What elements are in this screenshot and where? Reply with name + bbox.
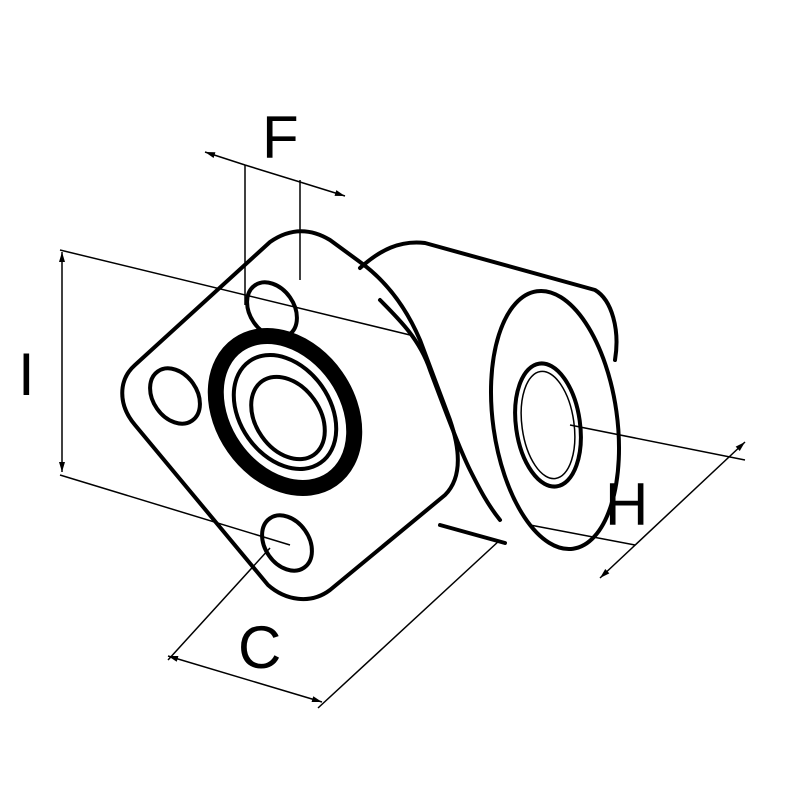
elbow-body <box>358 240 622 552</box>
bolt-hole <box>260 513 314 573</box>
dimension-h: H <box>529 424 746 579</box>
threaded-port <box>513 361 583 489</box>
label-f: F <box>262 104 299 171</box>
label-i: I <box>18 341 35 408</box>
bolt-hole <box>148 366 202 426</box>
o-ring <box>207 327 363 497</box>
label-c: C <box>238 614 281 681</box>
dimension-f: F <box>204 104 346 305</box>
label-h: H <box>605 471 648 538</box>
dimension-i: I <box>18 249 411 546</box>
bore <box>249 374 327 462</box>
flange <box>120 229 460 602</box>
dimension-c: C <box>167 539 501 709</box>
